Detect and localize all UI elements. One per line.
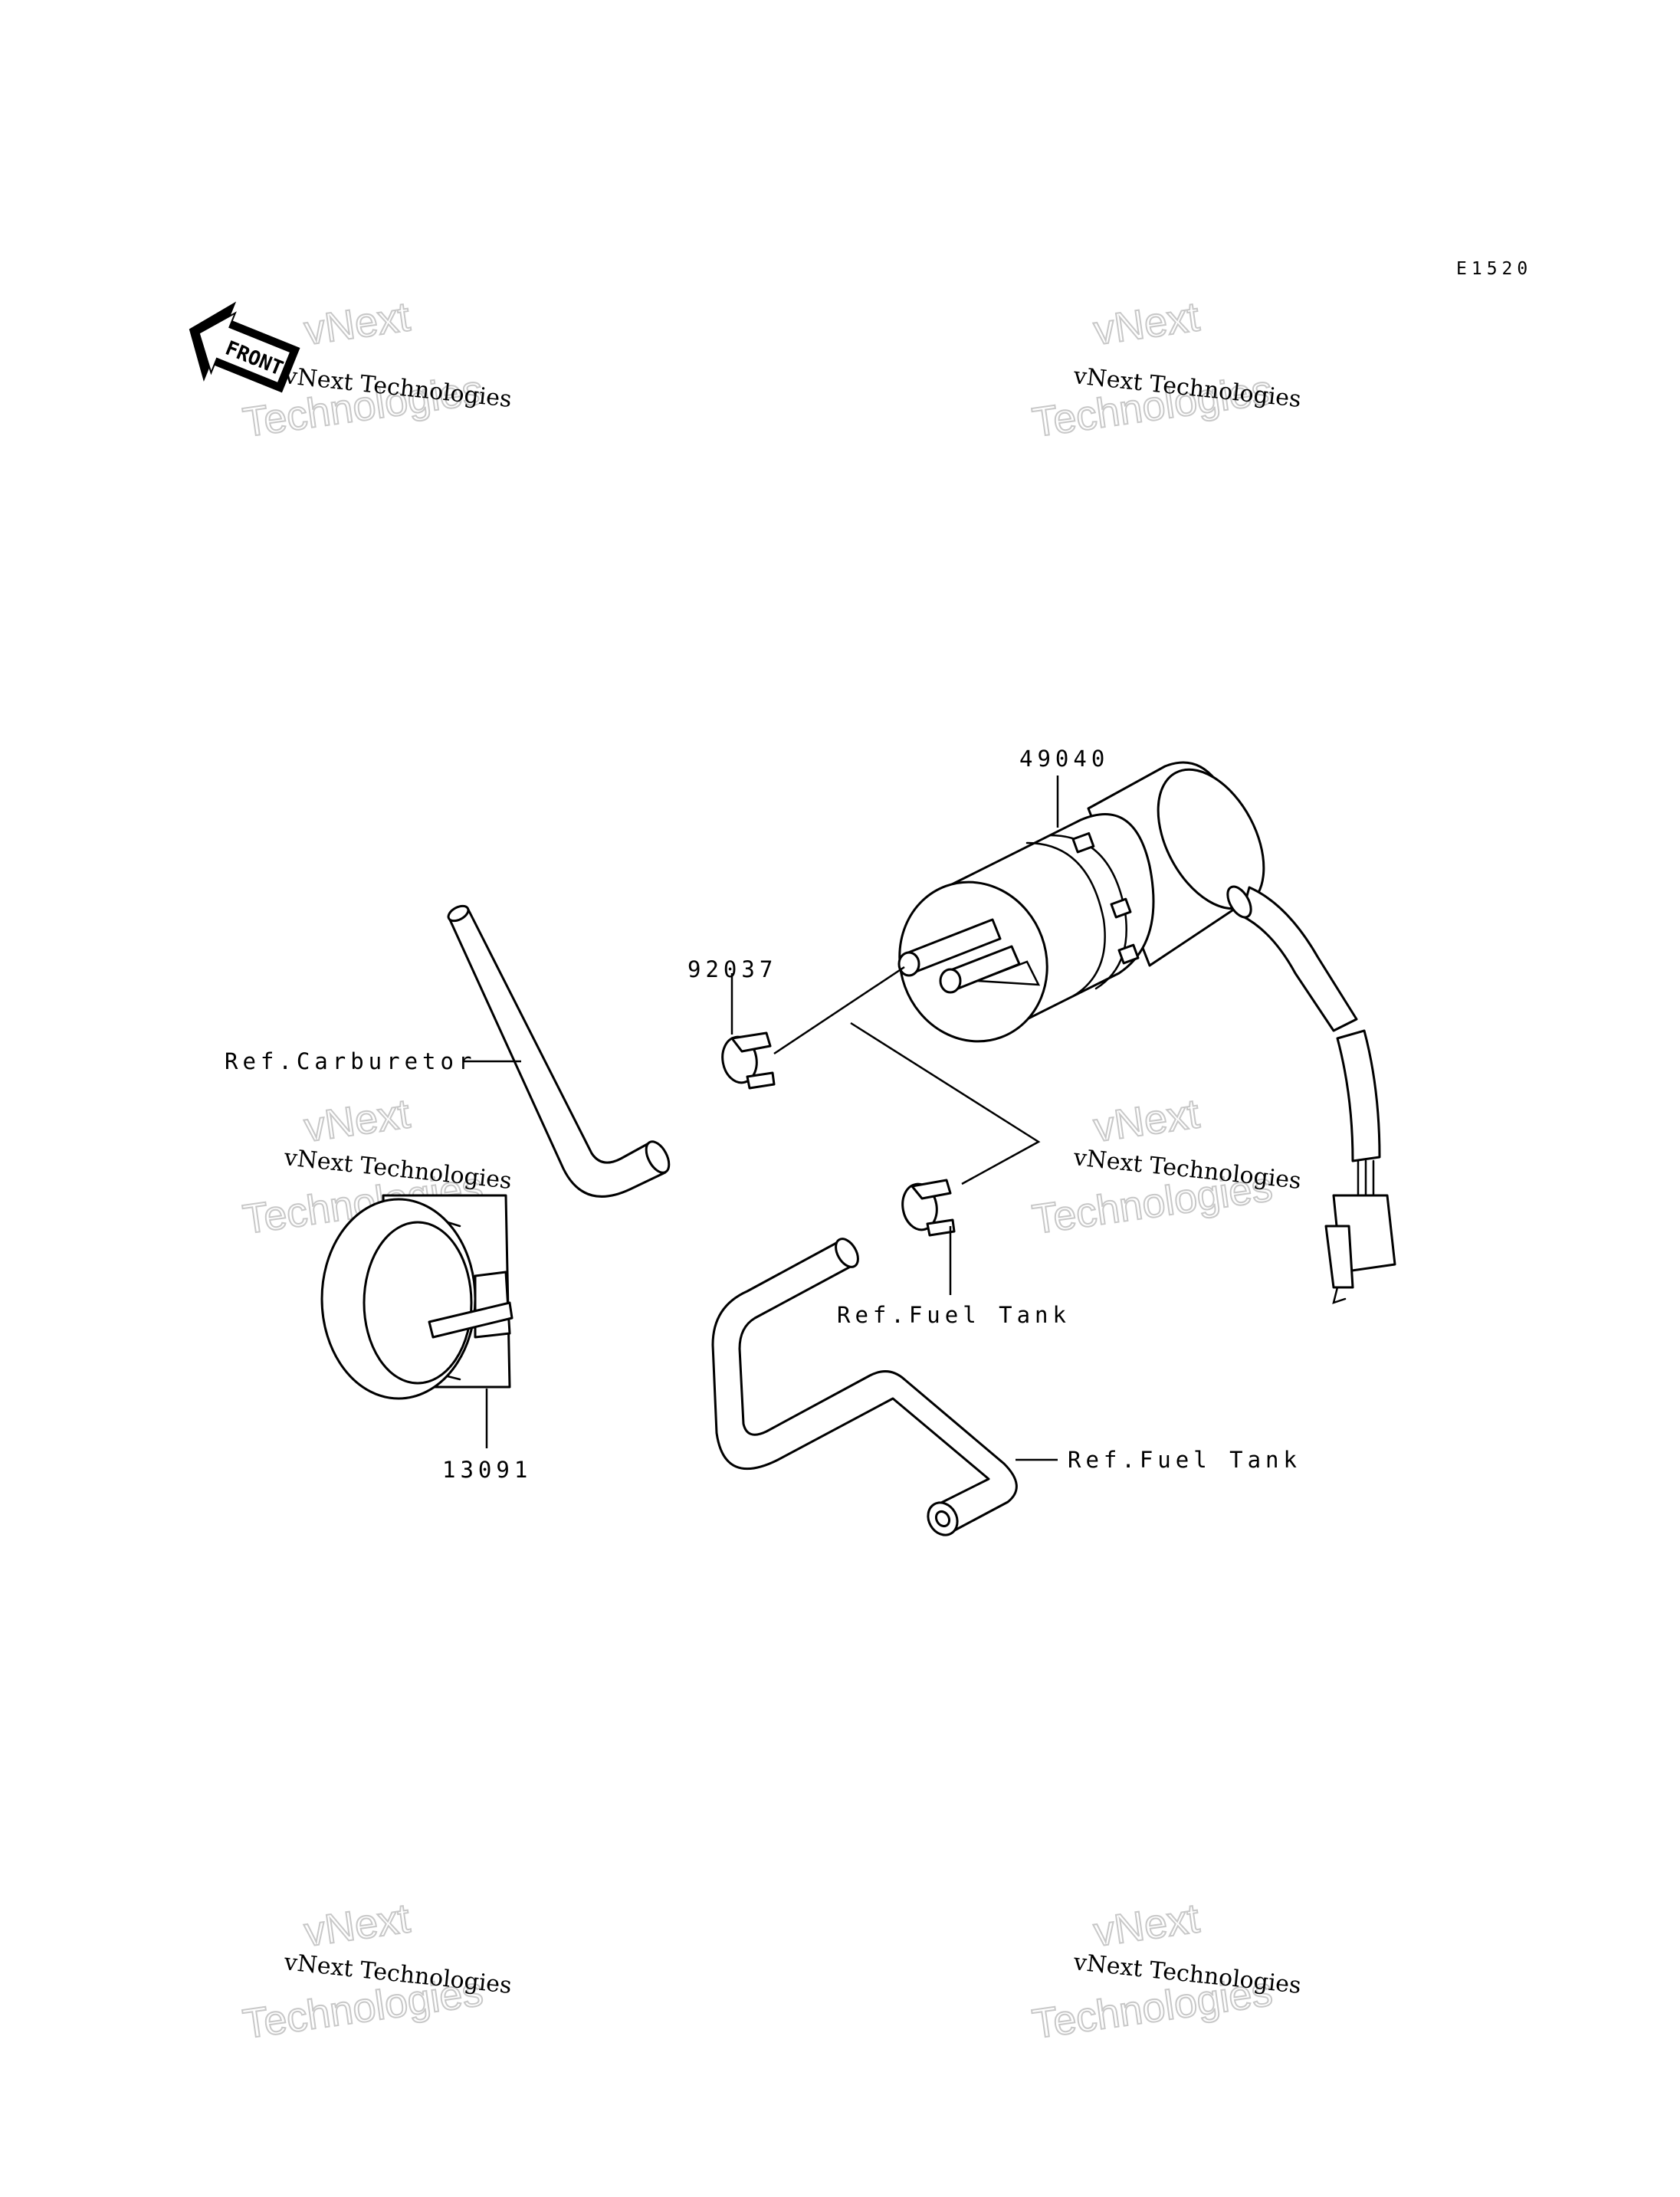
hose-clamp-lower	[901, 1179, 956, 1237]
callout-fuel-pump: 49040	[1019, 746, 1109, 772]
front-arrow-icon: FRONT	[189, 301, 300, 393]
svg-text:vNext: vNext	[301, 1895, 412, 1956]
watermark-mid-right: vNext Technologies vNext Technologies	[1029, 1090, 1302, 1244]
fuel-pump	[897, 761, 1396, 1304]
callout-ref-fuel-tank-hose: Ref.Fuel Tank	[1068, 1447, 1301, 1473]
callout-ref-fuel-tank-clamp: Ref.Fuel Tank	[837, 1302, 1071, 1328]
pump-bracket	[320, 1194, 514, 1400]
watermark-bottom-right: vNext Technologies vNext Technologies	[1029, 1894, 1302, 2048]
callout-clamp: 92037	[687, 956, 777, 982]
svg-text:vNext: vNext	[1091, 293, 1202, 354]
connection-line-lower	[850, 1021, 1041, 1185]
svg-text:vNext: vNext	[1091, 1895, 1202, 1956]
watermark-top-right: vNext Technologies vNext Technologies	[1029, 293, 1302, 447]
watermark-bottom-left: vNext Technologies vNext Technologies	[239, 1894, 513, 2048]
fuel-tank-hose	[711, 1238, 1018, 1536]
callout-ref-carburetor: Ref.Carburetor	[225, 1048, 476, 1074]
carburetor-hose	[447, 904, 671, 1198]
callout-bracket: 13091	[442, 1457, 532, 1483]
svg-text:vNext: vNext	[301, 293, 412, 354]
diagram-code: E1520	[1456, 259, 1532, 279]
hose-clamp-upper	[721, 1031, 776, 1090]
svg-text:vNext: vNext	[1091, 1090, 1202, 1151]
svg-text:vNext: vNext	[301, 1090, 412, 1151]
connection-line	[773, 966, 905, 1055]
